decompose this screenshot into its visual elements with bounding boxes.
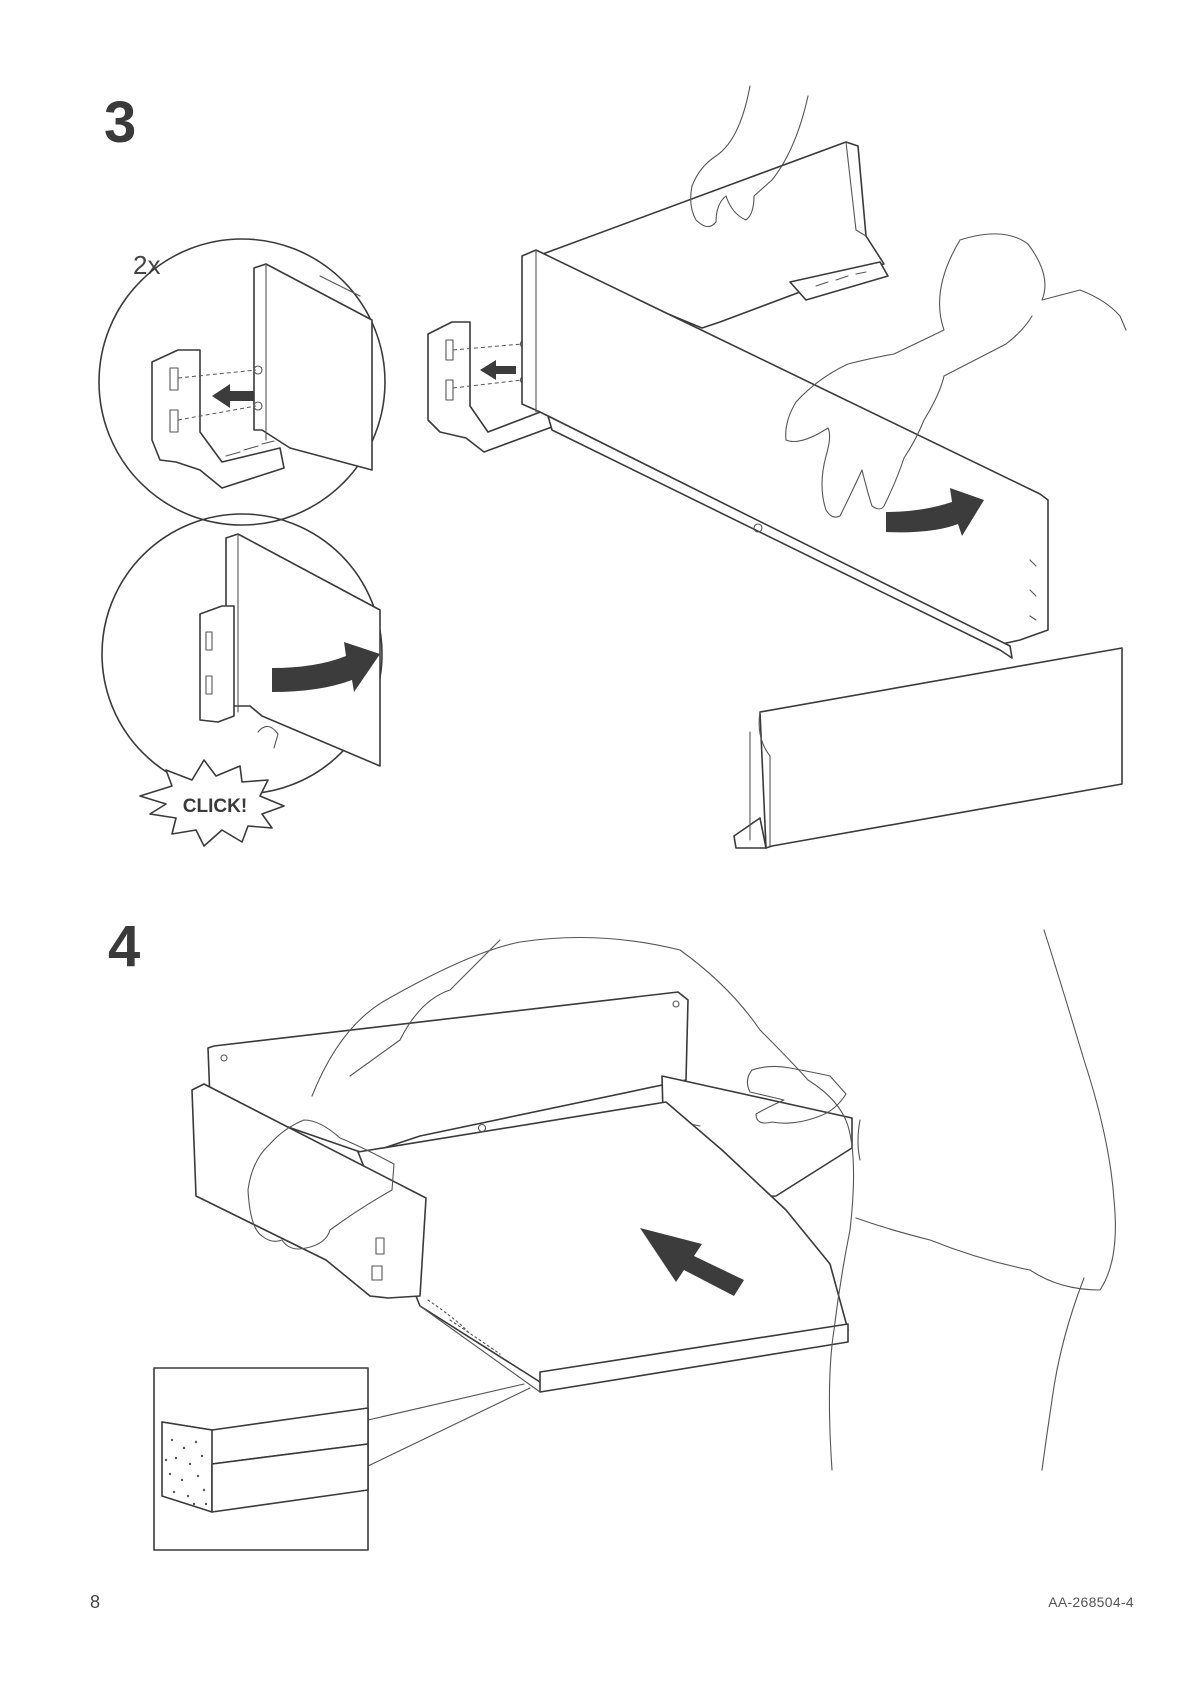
rotate-arrow-icon xyxy=(272,642,380,692)
detail-circle-click xyxy=(101,513,383,795)
document-code: AA-268504-4 xyxy=(1048,1594,1134,1610)
push-arrow-icon xyxy=(640,1228,744,1296)
quantity-multiplier: 2x xyxy=(133,250,161,280)
edge-detail-box xyxy=(153,1367,531,1551)
click-burst: CLICK! xyxy=(139,759,285,847)
click-label: CLICK! xyxy=(183,796,247,817)
step-3-number: 3 xyxy=(104,90,137,155)
detail-circle-insert xyxy=(98,238,386,526)
left-arrow-icon xyxy=(480,360,516,380)
rotate-arrow-icon xyxy=(886,488,984,536)
step3-main xyxy=(427,85,1127,849)
step4-main xyxy=(191,929,1116,1471)
page-number: 8 xyxy=(90,1592,101,1612)
step-4-number: 4 xyxy=(108,914,141,979)
left-arrow-icon xyxy=(212,384,254,408)
